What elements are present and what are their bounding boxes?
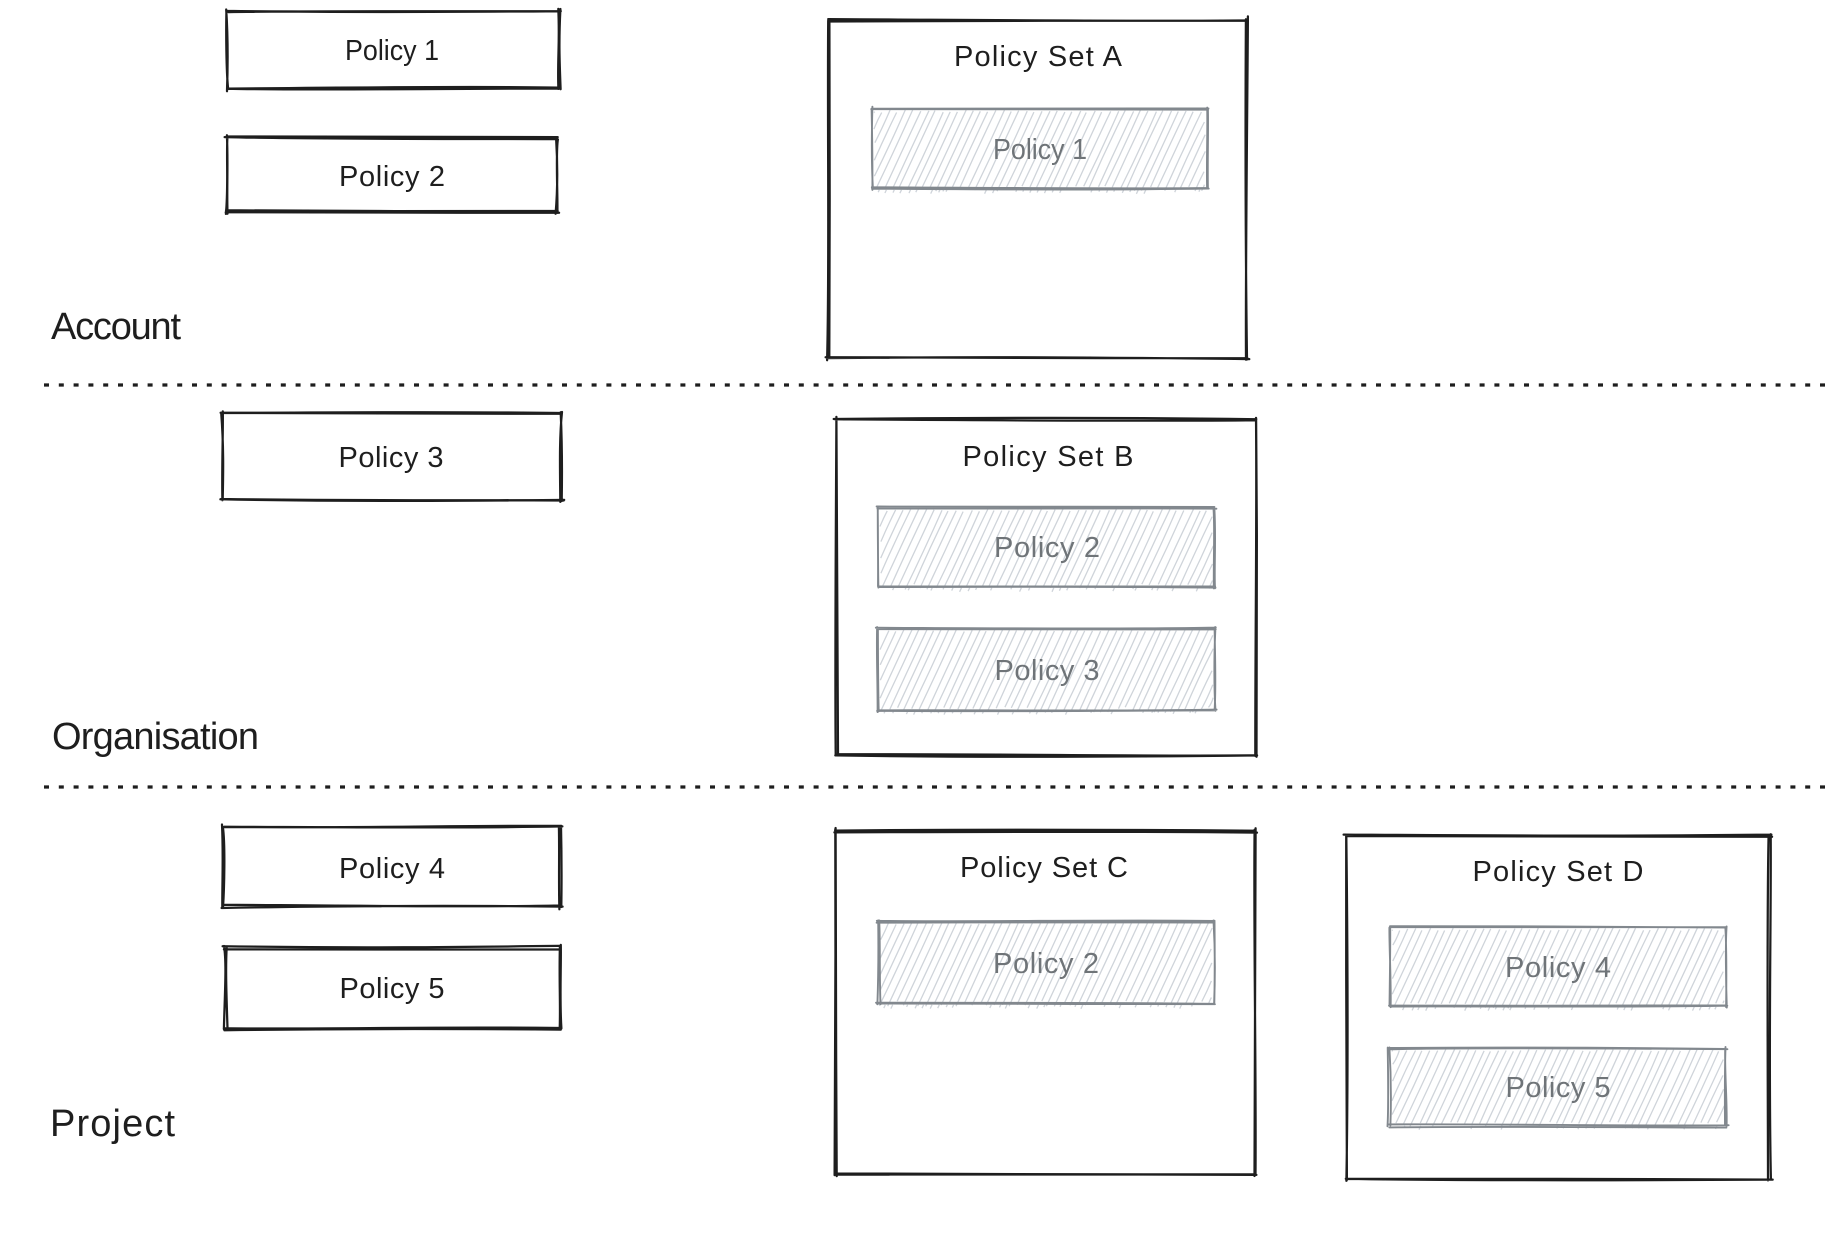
- svg-text:Policy 2: Policy 2: [994, 532, 1100, 564]
- svg-text:Policy 5: Policy 5: [340, 973, 445, 1005]
- svg-text:Policy 2: Policy 2: [993, 948, 1099, 980]
- svg-text:Policy 4: Policy 4: [1505, 952, 1611, 984]
- svg-text:Policy Set D: Policy Set D: [1473, 856, 1644, 888]
- svg-text:Policy 2: Policy 2: [339, 161, 445, 193]
- svg-text:Policy Set A: Policy Set A: [954, 41, 1123, 73]
- svg-text:Policy 3: Policy 3: [339, 442, 444, 474]
- svg-text:Policy 1: Policy 1: [345, 35, 439, 67]
- svg-text:Policy Set C: Policy Set C: [960, 852, 1128, 884]
- svg-text:Policy Set B: Policy Set B: [963, 441, 1134, 473]
- svg-text:Organisation: Organisation: [52, 716, 259, 758]
- svg-text:Policy 4: Policy 4: [339, 853, 445, 885]
- svg-text:Policy 1: Policy 1: [993, 134, 1087, 166]
- svg-text:Project: Project: [50, 1103, 175, 1145]
- svg-text:Account: Account: [51, 306, 181, 348]
- svg-text:Policy 3: Policy 3: [995, 655, 1100, 687]
- svg-text:Policy 5: Policy 5: [1506, 1072, 1611, 1104]
